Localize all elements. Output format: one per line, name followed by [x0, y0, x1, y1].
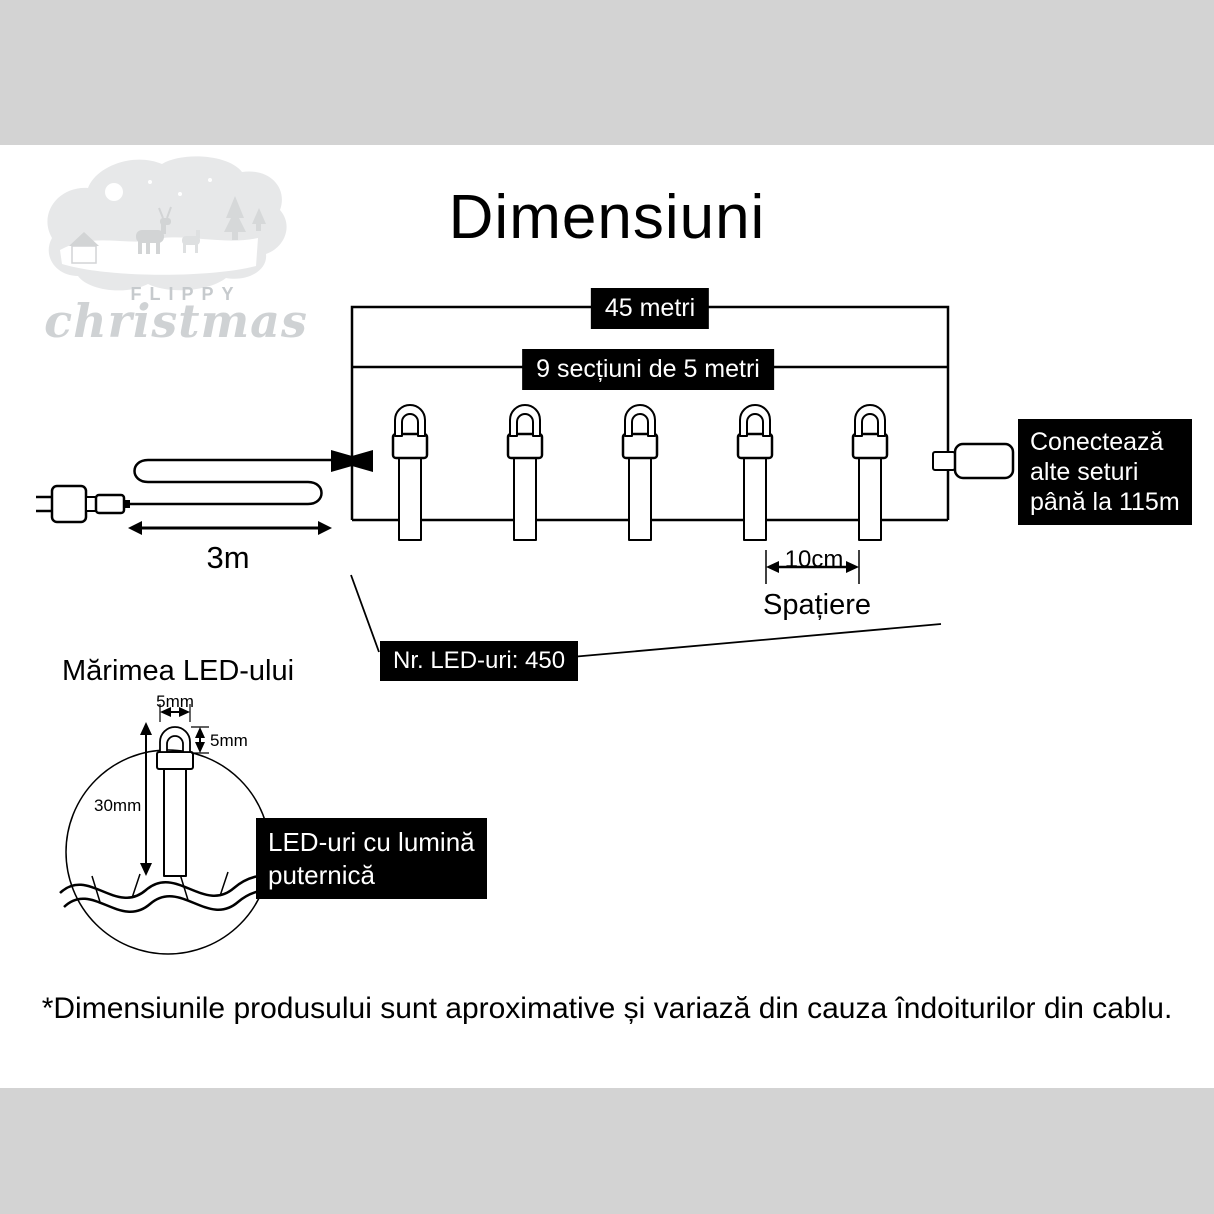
star-icon: [208, 178, 212, 182]
power-plug-icon: [36, 484, 130, 524]
lead-length-label: 3m: [206, 540, 250, 575]
led-bulbs: [391, 404, 889, 541]
logo-brand-script: christmas: [44, 294, 308, 348]
page-title: Dimensiuni: [448, 183, 766, 252]
led-size-diagram: [59, 704, 293, 955]
led-tip-label: 5mm: [210, 731, 248, 750]
total-length-label: 45 metri: [590, 288, 710, 330]
moon-icon: [105, 183, 123, 201]
sections-label: 9 secțiuni de 5 metri: [522, 349, 774, 391]
cable-coupler-icon: [331, 450, 373, 472]
spacing-word-label: Spațiere: [762, 589, 872, 621]
deer-icon: [136, 206, 172, 254]
led-bulb: [621, 404, 659, 541]
spacing-arrow: [765, 550, 860, 584]
led-bulb: [851, 404, 889, 541]
bottom-grey-band: [0, 1088, 1214, 1214]
lead-length-arrow: [128, 521, 332, 535]
connect-note-line1: Conectează: [1030, 428, 1164, 456]
logo-snow-hill: [60, 237, 258, 275]
deer-icon-small: [182, 230, 200, 253]
led-count-label: Nr. LED-uri: 450: [380, 641, 579, 681]
bright-led-note-line1: LED-uri cu lumină: [268, 827, 475, 857]
end-connector-icon: [932, 442, 1015, 480]
bright-led-note-line2: puternică: [268, 859, 375, 890]
tree-icons: [224, 196, 266, 240]
led-bulb: [506, 404, 544, 541]
led-width-label: 5mm: [156, 692, 194, 711]
led-tip-arrow: [191, 726, 209, 754]
lead-cable: [130, 458, 331, 506]
led-height-arrow: [140, 722, 152, 876]
top-grey-band: [0, 0, 1214, 145]
led-bulb: [736, 404, 774, 541]
led-size-section-title: Mărimea LED-ului: [62, 655, 295, 687]
spacing-value-label: 10cm: [784, 546, 844, 573]
magnified-led: [156, 726, 194, 877]
star-icon: [178, 192, 182, 196]
led-count-leader-left: [350, 574, 380, 653]
bright-led-note: LED-uri cu lumină puternică: [256, 818, 487, 899]
led-height-label: 30mm: [94, 796, 142, 815]
logo-brand-name: FLIPPY: [130, 284, 242, 304]
led-width-arrow: [159, 704, 191, 722]
flippy-christmas-logo: [47, 156, 287, 291]
house-icon: [69, 232, 99, 264]
connect-note-line3: până la 115m: [1030, 488, 1180, 516]
connect-more-sets-note: Conectează alte seturi până la 115m: [1018, 419, 1192, 525]
led-count-leader-right: [559, 623, 942, 659]
star-icon: [148, 180, 152, 184]
led-bulb: [391, 404, 429, 541]
connect-note-line2: alte seturi: [1030, 458, 1139, 486]
footnote: *Dimensiunile produsului sunt aproximati…: [41, 992, 1173, 1025]
